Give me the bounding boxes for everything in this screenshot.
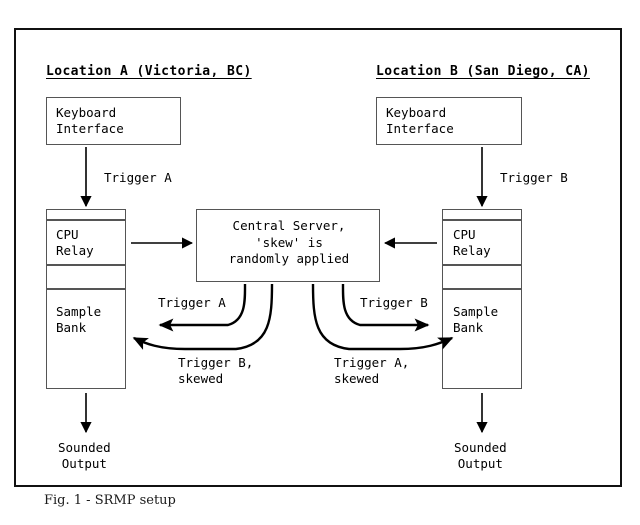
figure-caption: Fig. 1 - SRMP setup xyxy=(44,493,176,508)
trigger-a-downstream-label: Trigger A xyxy=(104,170,172,185)
trigger-b-downstream-label: Trigger B xyxy=(500,170,568,185)
sample-bank-a-box: Sample Bank xyxy=(46,289,126,389)
unit-a-middle-strip xyxy=(46,265,126,289)
keyboard-interface-a-label: Keyboard Interface xyxy=(56,105,124,136)
trigger-a-return-label: Trigger A xyxy=(158,295,226,310)
cpu-relay-b-box: CPU Relay xyxy=(442,220,522,265)
cpu-relay-a-box: CPU Relay xyxy=(46,220,126,265)
central-server-label: Central Server, 'skew' is randomly appli… xyxy=(228,218,350,266)
keyboard-interface-a-box: Keyboard Interface xyxy=(46,97,181,145)
central-server-box: Central Server, 'skew' is randomly appli… xyxy=(196,209,380,282)
cpu-relay-a-label: CPU Relay xyxy=(56,227,94,258)
sample-bank-b-label: Sample Bank xyxy=(453,304,499,335)
trigger-b-return-label: Trigger B xyxy=(360,295,428,310)
sounded-output-a-label: Sounded Output xyxy=(58,440,111,471)
keyboard-interface-b-label: Keyboard Interface xyxy=(386,105,454,136)
sample-bank-a-label: Sample Bank xyxy=(56,304,102,335)
unit-a-top-strip xyxy=(46,209,126,220)
sounded-output-b-label: Sounded Output xyxy=(454,440,507,471)
location-a-title: Location A (Victoria, BC) xyxy=(46,64,252,79)
sample-bank-b-box: Sample Bank xyxy=(442,289,522,389)
unit-b-middle-strip xyxy=(442,265,522,289)
keyboard-interface-b-box: Keyboard Interface xyxy=(376,97,522,145)
cpu-relay-b-label: CPU Relay xyxy=(453,227,491,258)
trigger-b-skewed-label: Trigger B, skewed xyxy=(178,355,254,386)
trigger-a-skewed-label: Trigger A, skewed xyxy=(334,355,410,386)
location-b-title: Location B (San Diego, CA) xyxy=(376,64,590,79)
unit-b-top-strip xyxy=(442,209,522,220)
